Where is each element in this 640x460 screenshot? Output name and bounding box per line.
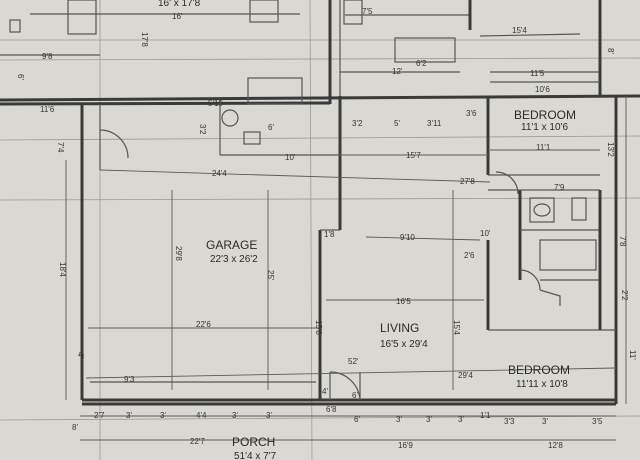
dimension-label: 5'10 — [208, 99, 223, 108]
dimension-label: 8' — [606, 48, 615, 54]
door-swing — [495, 171, 519, 195]
dimension-label: 27'8 — [460, 177, 475, 186]
dimension-label: 3' — [126, 411, 132, 420]
dimension-label: 3' — [542, 417, 548, 426]
dimension-label: 6' — [16, 74, 25, 80]
room-name-bedroom-bottom: BEDROOM — [508, 363, 570, 377]
dimension-label: 10' — [285, 153, 296, 162]
room-size-living: 16'5 x 29'4 — [380, 339, 428, 350]
dimension-label: 3'5 — [592, 417, 603, 426]
dimension-label: 24'4 — [212, 169, 227, 178]
dimension-label: 16'5 — [396, 297, 411, 306]
dimension-label: 11'1 — [536, 143, 551, 152]
dimension-label: 52' — [348, 357, 359, 366]
room-size-top: 16' x 17'8 — [158, 0, 201, 9]
dimension-label: 9'3 — [124, 375, 135, 384]
dimension-label: 6'8 — [326, 405, 337, 414]
dimension-label: 2'6 — [464, 251, 475, 260]
dimension-label: 29'4 — [458, 371, 473, 380]
dimension-label: 3'2 — [352, 119, 363, 128]
dimension-label: 15'4 — [512, 26, 527, 35]
dimension-label: 5' — [394, 119, 400, 128]
dimension-label: 6' — [352, 391, 358, 400]
dimension-label: 3' — [426, 415, 432, 424]
dimension-label: 3'11 — [427, 119, 442, 128]
dimension-label: 7'4 — [56, 142, 65, 153]
dimension-label: 12'8 — [548, 441, 563, 450]
room-name-porch: PORCH — [232, 435, 275, 449]
dimension-label: 13'2 — [606, 142, 615, 157]
door-swing — [99, 129, 129, 159]
dimension-label: 15'8 — [314, 320, 323, 335]
room-size-garage: 22'3 x 26'2 — [210, 254, 258, 265]
room-size-bedroom-top: 11'1 x 10'6 — [521, 122, 568, 133]
dimension-label: 7'8 — [618, 236, 627, 247]
room-name-bedroom-top: BEDROOM — [514, 108, 576, 122]
tub-icon — [539, 239, 597, 271]
dimension-label: 3'3 — [504, 417, 515, 426]
room-name-garage: GARAGE — [206, 238, 257, 252]
dimension-label: 3' — [266, 411, 272, 420]
water-heater-icon — [221, 109, 239, 127]
dimension-label: 9'10 — [400, 233, 415, 242]
dimension-label: 22'7 — [190, 437, 205, 446]
dimension-label: 16'9 — [398, 441, 413, 450]
dimension-label: 1'8 — [324, 230, 335, 239]
dimension-label: 3'2 — [198, 124, 207, 135]
dimension-label: 10'6 — [535, 85, 550, 94]
dimension-label: 29'8 — [174, 246, 183, 261]
room-name-living: LIVING — [380, 321, 419, 335]
dimension-label: 18'4 — [58, 262, 67, 277]
dimension-label: 6' — [354, 415, 360, 424]
dimension-label: 3' — [396, 415, 402, 424]
dimension-label: 9'8 — [42, 52, 53, 61]
dimension-label: 3' — [160, 411, 166, 420]
dimension-label: 25' — [266, 270, 275, 281]
dimension-label: 3'6 — [466, 109, 477, 118]
dimension-label: 2'7 — [94, 411, 105, 420]
dimension-label: 11'5 — [530, 69, 545, 78]
room-size-porch: 51'4 x 7'7 — [234, 451, 277, 460]
dimension-label: 7'9 — [554, 183, 565, 192]
room-size-bedroom-bottom: 11'11 x 10'8 — [516, 379, 568, 390]
dimension-label: 11'6 — [40, 105, 55, 114]
entry-door — [329, 371, 361, 401]
dimension-label: 12' — [392, 67, 403, 76]
top-section — [0, 0, 640, 106]
dimension-label: 11' — [628, 350, 637, 360]
dimension-label: 8' — [72, 423, 78, 432]
dimension-label: 6' — [268, 123, 274, 132]
door-swing — [519, 269, 541, 291]
dimension-label: 4'4 — [196, 411, 207, 420]
dimension-label: 17'8 — [140, 32, 149, 47]
dimension-label: 3' — [232, 411, 238, 420]
dimension-labels: 16' 17'8 9'8 6' 7'5 15'4 8' 6'2 12' 11'5 10'6 11'6 5… — [16, 7, 637, 450]
dimension-label: 16' — [172, 12, 183, 21]
dimension-label: 2'2 — [620, 290, 629, 301]
dimension-label: 1'1 — [480, 411, 491, 420]
room-labels: GARAGE 22'3 x 26'2 LIVING 16'5 x 29'4 BE… — [158, 0, 576, 460]
dimension-label: 15'4 — [452, 320, 461, 335]
dimension-label: 6'2 — [416, 59, 427, 68]
dimension-label: 4' — [76, 352, 85, 358]
sink-fixture — [529, 197, 555, 223]
dimension-label: 3' — [458, 415, 464, 424]
dimension-label: 22'6 — [196, 320, 211, 329]
dimension-label: 4' — [322, 387, 328, 396]
dimension-lines — [65, 96, 627, 441]
dimension-label: 15'7 — [406, 151, 421, 160]
dimension-label: 10' — [480, 229, 491, 238]
dimension-label: 7'5 — [362, 7, 373, 16]
sink-icon — [533, 203, 551, 217]
toilet-icon — [571, 197, 587, 221]
